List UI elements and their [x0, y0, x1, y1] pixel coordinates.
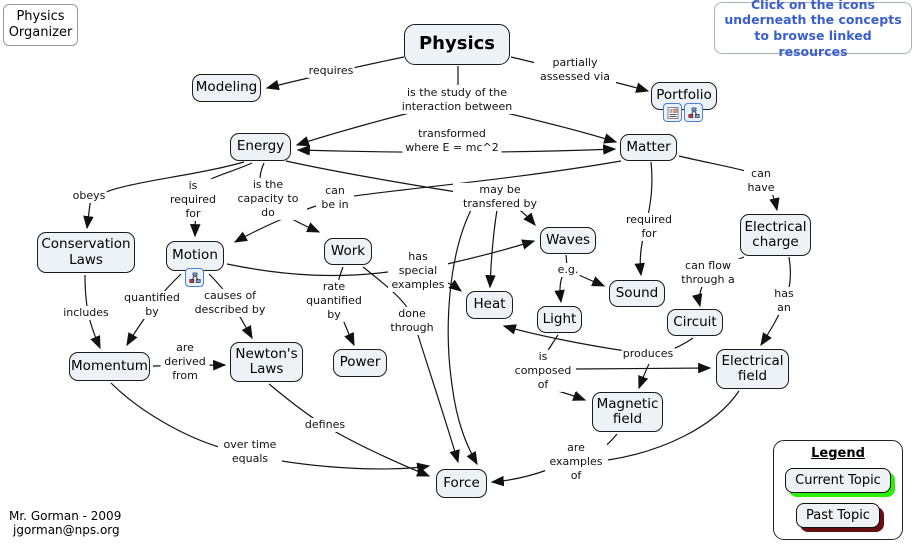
author-name: Mr. Gorman - 2009	[9, 509, 122, 523]
edge-label-quantified-by: quantified by	[121, 290, 183, 320]
instructions-text: Click on the icons underneath the concep…	[724, 0, 902, 59]
legend-title: Legend	[811, 446, 865, 461]
edge-label-are-derived-from: are derived from	[160, 340, 210, 384]
edge-label-is-the-study-of: is the study of the interaction between	[395, 85, 519, 115]
edge-label-has-an: has an	[770, 286, 798, 316]
concept-map-resource-icon[interactable]	[185, 268, 204, 287]
concept-node-modeling[interactable]: Modeling	[192, 74, 261, 102]
edge-label-causes-of-described-by: causes of described by	[183, 288, 277, 318]
organizer-line-1: Physics	[16, 8, 65, 24]
legend-current-topic: Current Topic	[785, 468, 891, 493]
concept-node-force[interactable]: Force	[436, 469, 487, 498]
legend-box: Legend Current Topic Past Topic	[773, 440, 903, 540]
concept-node-waves[interactable]: Waves	[540, 227, 596, 254]
edge-label-required-for: required for	[622, 212, 676, 242]
concept-node-motion[interactable]: Motion	[166, 241, 224, 271]
edge-label-has-special-examples: has special examples	[388, 249, 448, 293]
document-resource-icon[interactable]	[663, 103, 682, 122]
concept-node-matter[interactable]: Matter	[620, 134, 677, 161]
edge-label-can-have: can have	[744, 166, 778, 196]
edge-label-over-time-equals: over time equals	[218, 437, 282, 467]
edge-label-rate-quantified-by: rate quantified by	[297, 279, 371, 323]
edge-label-requires: requires	[307, 63, 355, 79]
concept-node-newtons-laws[interactable]: Newton's Laws	[230, 342, 303, 382]
organizer-line-2: Organizer	[8, 25, 73, 40]
concept-node-light[interactable]: Light	[537, 306, 582, 333]
concept-node-energy[interactable]: Energy	[230, 133, 291, 161]
concept-node-momentum[interactable]: Momentum	[69, 352, 150, 381]
edge-label-eg: e.g.	[556, 262, 580, 278]
concept-map-resource-icon[interactable]	[684, 103, 703, 122]
concept-node-physics[interactable]: Physics	[404, 24, 510, 65]
edge-label-is-the-capacity-to-do: is the capacity to do	[229, 177, 307, 221]
legend-past-topic: Past Topic	[796, 503, 880, 528]
motion-resource-icons	[185, 268, 204, 287]
edge-label-is-composed-of: is composed of	[510, 349, 576, 393]
edge-label-transformed: transformed where E = mc^2	[402, 126, 502, 156]
physics-organizer-box[interactable]: Physics Organizer	[3, 4, 78, 46]
concept-node-power[interactable]: Power	[333, 349, 387, 377]
edge-label-is-required-for: is required for	[166, 178, 220, 222]
author-info: Mr. Gorman - 2009 jgorman@nps.org	[9, 509, 121, 538]
edge-label-produces: produces	[621, 346, 675, 362]
edge-label-partially-assessed-via: partially assessed via	[534, 55, 616, 85]
edge-label-can-flow-through-a: can flow through a	[666, 258, 750, 288]
concept-node-sound[interactable]: Sound	[609, 280, 665, 307]
concept-node-heat[interactable]: Heat	[466, 291, 513, 319]
concept-node-circuit[interactable]: Circuit	[667, 309, 723, 336]
edge-label-includes: includes	[62, 305, 110, 321]
instructions-box: Click on the icons underneath the concep…	[714, 0, 912, 59]
concept-node-electrical-charge[interactable]: Electrical charge	[740, 214, 811, 256]
edge-label-are-examples-of: are examples of	[545, 440, 607, 484]
concept-node-magnetic-field[interactable]: Magnetic field	[592, 392, 663, 432]
edge-label-can-be-in: can be in	[316, 183, 354, 213]
edge-label-obeys: obeys	[71, 188, 107, 204]
concept-node-electrical-field[interactable]: Electrical field	[716, 349, 789, 389]
edge-label-defines: defines	[303, 417, 347, 433]
concept-node-conservation-laws[interactable]: Conservation Laws	[37, 232, 135, 273]
portfolio-resource-icons	[663, 103, 703, 122]
edge-label-done-through: done through	[385, 306, 439, 336]
author-email: jgorman@nps.org	[13, 523, 120, 538]
concept-node-work[interactable]: Work	[324, 238, 372, 265]
edge-label-may-be-transfered-by: may be transfered by	[453, 182, 547, 212]
